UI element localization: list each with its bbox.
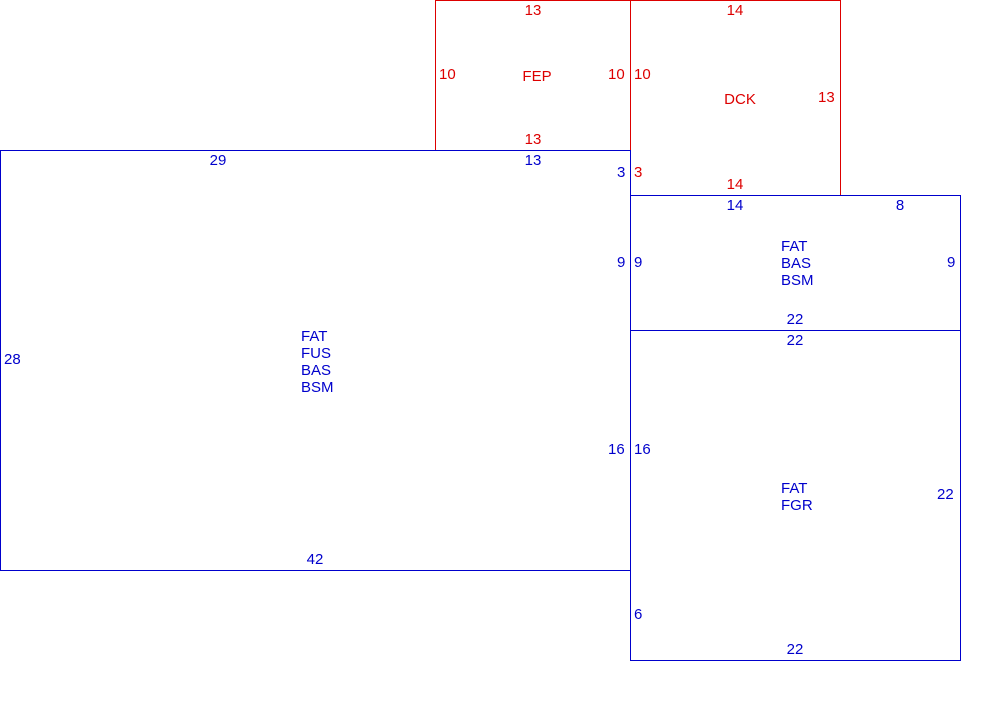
garage-left-dimension: 16: [634, 441, 651, 458]
main-code-3: BAS: [301, 362, 332, 379]
dck-bottom-dimension: 14: [726, 176, 744, 193]
main-right-mid-dimension: 9: [617, 254, 626, 271]
dck-top-dimension: 14: [726, 2, 744, 19]
fep-top-dimension: 13: [524, 2, 542, 19]
main-top-left-dimension: 29: [209, 152, 227, 169]
main-right-lower-dimension: 16: [608, 441, 625, 458]
dck-left-lower-dimension: 3: [634, 164, 643, 181]
main-left-dimension: 28: [4, 351, 21, 368]
main-code-2: FUS: [301, 345, 331, 362]
dck-right-dimension: 13: [818, 89, 835, 106]
dck-left-dimension: 10: [634, 66, 651, 83]
main-bottom-dimension: 42: [306, 551, 324, 568]
garage-area: [630, 330, 961, 661]
garage-area-codes: FAT FGR: [781, 480, 813, 514]
main-code-4: BSM: [301, 379, 334, 396]
upper-right-bottom-dimension: 22: [786, 311, 804, 328]
fep-bottom-dimension: 13: [524, 131, 542, 148]
main-right-upper-dimension: 3: [617, 164, 626, 181]
upper-right-right-dimension: 9: [947, 254, 956, 271]
garage-code-2: FGR: [781, 497, 813, 514]
garage-code-1: FAT: [781, 480, 808, 497]
main-top-right-dimension: 13: [524, 152, 542, 169]
upper-right-top-left-dimension: 14: [726, 197, 744, 214]
garage-left-lower-dimension: 6: [634, 606, 643, 623]
upper-right-code-3: BSM: [781, 272, 814, 289]
upper-right-left-dimension: 9: [634, 254, 643, 271]
upper-right-code-1: FAT: [781, 238, 808, 255]
main-code-1: FAT: [301, 328, 328, 345]
garage-right-dimension: 22: [937, 486, 954, 503]
garage-bottom-dimension: 22: [786, 641, 804, 658]
fep-left-dimension: 10: [439, 66, 456, 83]
upper-right-area-codes: FAT BAS BSM: [781, 238, 814, 289]
fep-code: FEP: [522, 68, 552, 85]
garage-top-dimension: 22: [786, 332, 804, 349]
fep-right-dimension: 10: [608, 66, 625, 83]
dck-code: DCK: [724, 91, 756, 108]
upper-right-top-right-dimension: 8: [895, 197, 905, 214]
upper-right-code-2: BAS: [781, 255, 812, 272]
main-area-codes: FAT FUS BAS BSM: [301, 328, 334, 396]
